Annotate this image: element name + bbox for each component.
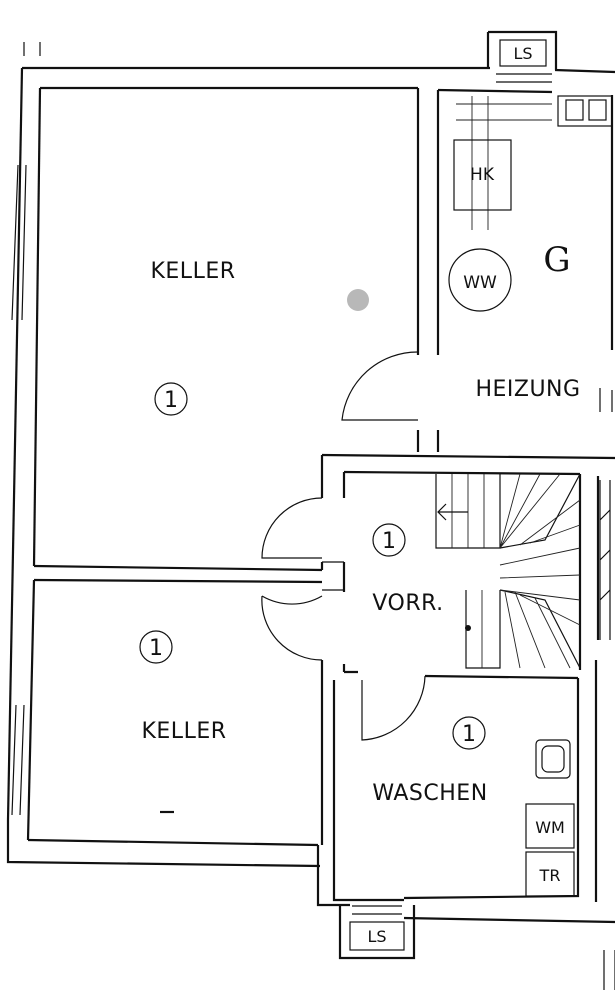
section-mark-g: G: [543, 240, 570, 280]
room-label-heizung: HEIZUNG: [475, 377, 580, 402]
laundry-fixtures: WM TR: [525, 739, 575, 897]
doors: [261, 351, 426, 741]
outer-walls: [6, 42, 615, 868]
hk-label: HK: [470, 165, 495, 185]
heating-fixtures: HK WW: [448, 95, 613, 312]
tr-label: TR: [539, 866, 561, 885]
interior-walls: [33, 88, 615, 990]
room-label-waschen: WASCHEN: [372, 781, 487, 806]
room-label-keller-upper: KELLER: [150, 259, 235, 284]
ls-bottom-label: LS: [367, 927, 386, 946]
room-number-keller-lower: 1: [149, 636, 163, 661]
light-shaft-top: LS: [486, 30, 558, 83]
ww-label: WW: [463, 273, 497, 293]
room-number-vorraum: 1: [382, 529, 396, 554]
room-number-keller-upper: 1: [164, 388, 178, 413]
room-label-keller-lower: KELLER: [141, 719, 226, 744]
ls-top-label: LS: [513, 44, 532, 63]
room-label-vorraum: VORR.: [372, 591, 443, 616]
grey-dot: [347, 289, 369, 311]
wm-label: WM: [535, 818, 565, 837]
staircase: [435, 473, 611, 669]
light-shaft-bottom: LS: [338, 905, 416, 960]
room-number-waschen: 1: [462, 722, 476, 747]
